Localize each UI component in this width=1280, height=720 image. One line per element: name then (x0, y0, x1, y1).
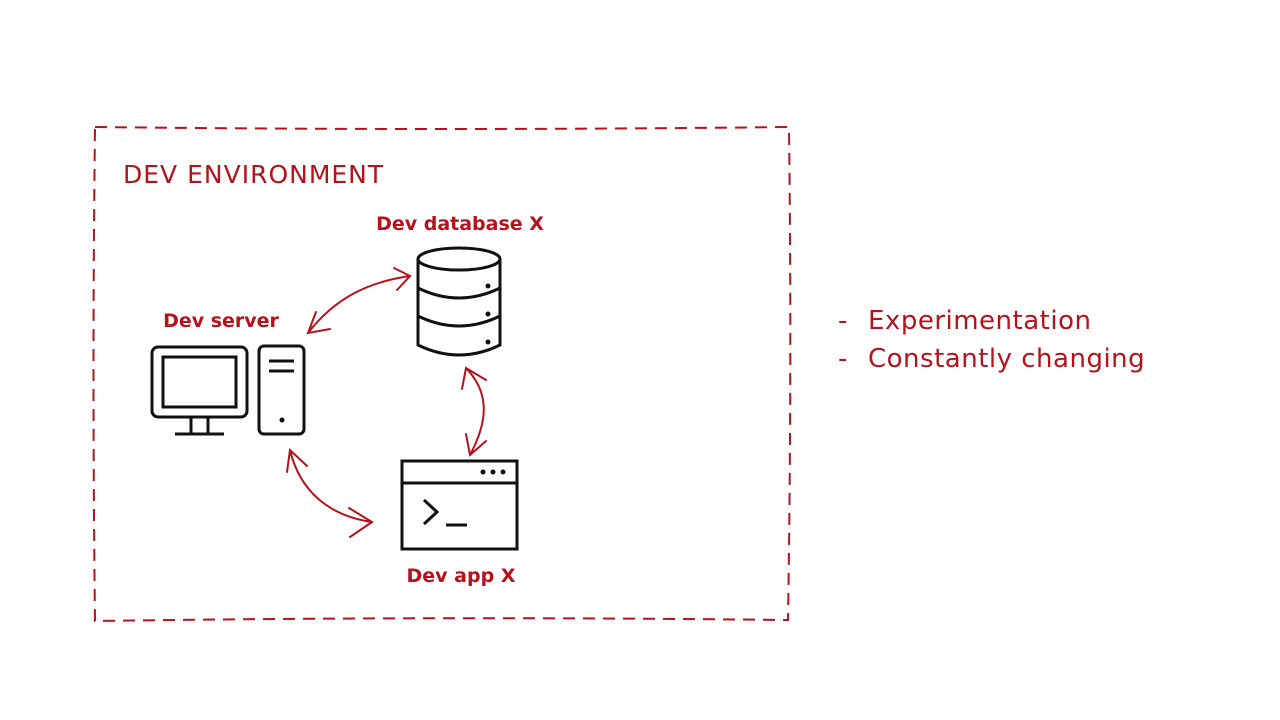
server-app-arrow (286, 447, 374, 538)
database-app-arrow (461, 366, 487, 457)
environment-title: DEV ENVIRONMENT (123, 160, 385, 189)
database-label: Dev database X (376, 213, 544, 235)
environment-boundary (92, 125, 792, 623)
app-label: Dev app X (406, 565, 516, 587)
note-text: Experimentation (868, 306, 1092, 336)
note-item: -Experimentation (838, 302, 1145, 340)
notes-list: -Experimentation -Constantly changing (838, 302, 1145, 378)
terminal-window-icon (400, 459, 519, 551)
server-label: Dev server (163, 310, 279, 332)
server-database-arrow (306, 267, 412, 335)
note-text: Constantly changing (868, 344, 1146, 374)
note-bullet: - (838, 344, 848, 374)
database-icon (416, 246, 502, 357)
note-item: -Constantly changing (838, 340, 1145, 378)
note-bullet: - (838, 306, 848, 336)
desktop-computer-icon (150, 344, 306, 436)
